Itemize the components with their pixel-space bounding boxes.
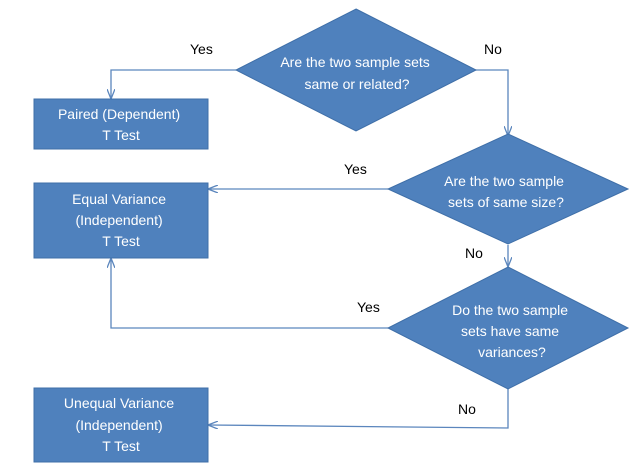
svg-text:Paired (Dependent) T Tes: Paired (Dependent) T Test	[58, 106, 184, 143]
decision-same-variances-line-1: Do the two sample	[452, 302, 568, 318]
result-equal-variance-line-3: T Test	[102, 233, 140, 249]
svg-text:Equal Variance (Independ: Equal Variance (Independent) T Test	[72, 191, 170, 249]
result-unequal-variance: Unequal Variance (Independent) T Test	[33, 387, 209, 463]
result-paired-line-2: T Test	[102, 127, 140, 143]
decision-same-or-related-shape	[234, 8, 478, 132]
edge-label-q1-no: No	[484, 41, 502, 57]
decision-same-variances: Do the two sample sets have same varianc…	[386, 266, 630, 390]
decision-same-or-related: Are the two sample sets same or related?	[234, 8, 478, 132]
edge-label-q2-no: No	[465, 245, 483, 261]
svg-text:Unequal Variance (Indepe: Unequal Variance (Independent) T Test	[64, 395, 178, 454]
connector-q3-no-to-unequal	[209, 388, 509, 428]
edge-label-q2-yes: Yes	[344, 161, 367, 177]
decision-same-or-related-line-1: Are the two sample sets	[280, 54, 429, 70]
connectors	[111, 69, 509, 428]
result-paired-line-1: Paired (Dependent)	[58, 106, 180, 122]
connector-q3-yes-to-equal	[111, 259, 388, 329]
result-paired-box	[33, 98, 209, 150]
result-equal-variance: Equal Variance (Independent) T Test	[33, 182, 209, 259]
decision-same-size-line-2: sets of same size?	[448, 194, 564, 210]
result-unequal-variance-box	[33, 387, 209, 463]
decision-same-variances-shape	[386, 266, 630, 390]
decision-same-or-related-line-2: same or related?	[304, 76, 409, 92]
edge-label-q1-yes: Yes	[190, 41, 213, 57]
decision-same-variances-line-2: sets have same	[461, 323, 559, 339]
result-equal-variance-box	[33, 182, 209, 259]
decision-same-size: Are the two sample sets of same size?	[386, 133, 630, 245]
result-equal-variance-line-1: Equal Variance	[72, 191, 166, 207]
connector-q1-yes-to-paired	[111, 69, 236, 98]
result-unequal-variance-line-2: (Independent)	[75, 417, 162, 433]
result-paired: Paired (Dependent) T Test	[33, 98, 209, 150]
decision-same-variances-line-3: variances?	[478, 344, 546, 360]
edge-label-q3-no: No	[458, 401, 476, 417]
svg-text:Do the two sample sets h: Do the two sample sets have same varianc…	[452, 302, 572, 360]
connector-q1-no-to-q2	[475, 69, 508, 135]
decision-same-size-line-1: Are the two sample	[444, 173, 564, 189]
edge-label-q3-yes: Yes	[357, 299, 380, 315]
result-equal-variance-line-2: (Independent)	[75, 212, 162, 228]
result-unequal-variance-line-3: T Test	[102, 438, 140, 454]
svg-text:Are the two sample sets: Are the two sample sets of same size?	[444, 173, 568, 210]
result-unequal-variance-line-1: Unequal Variance	[64, 395, 174, 411]
svg-text:Are the two sample sets: Are the two sample sets same or related?	[280, 54, 433, 92]
decision-same-size-shape	[386, 133, 630, 245]
